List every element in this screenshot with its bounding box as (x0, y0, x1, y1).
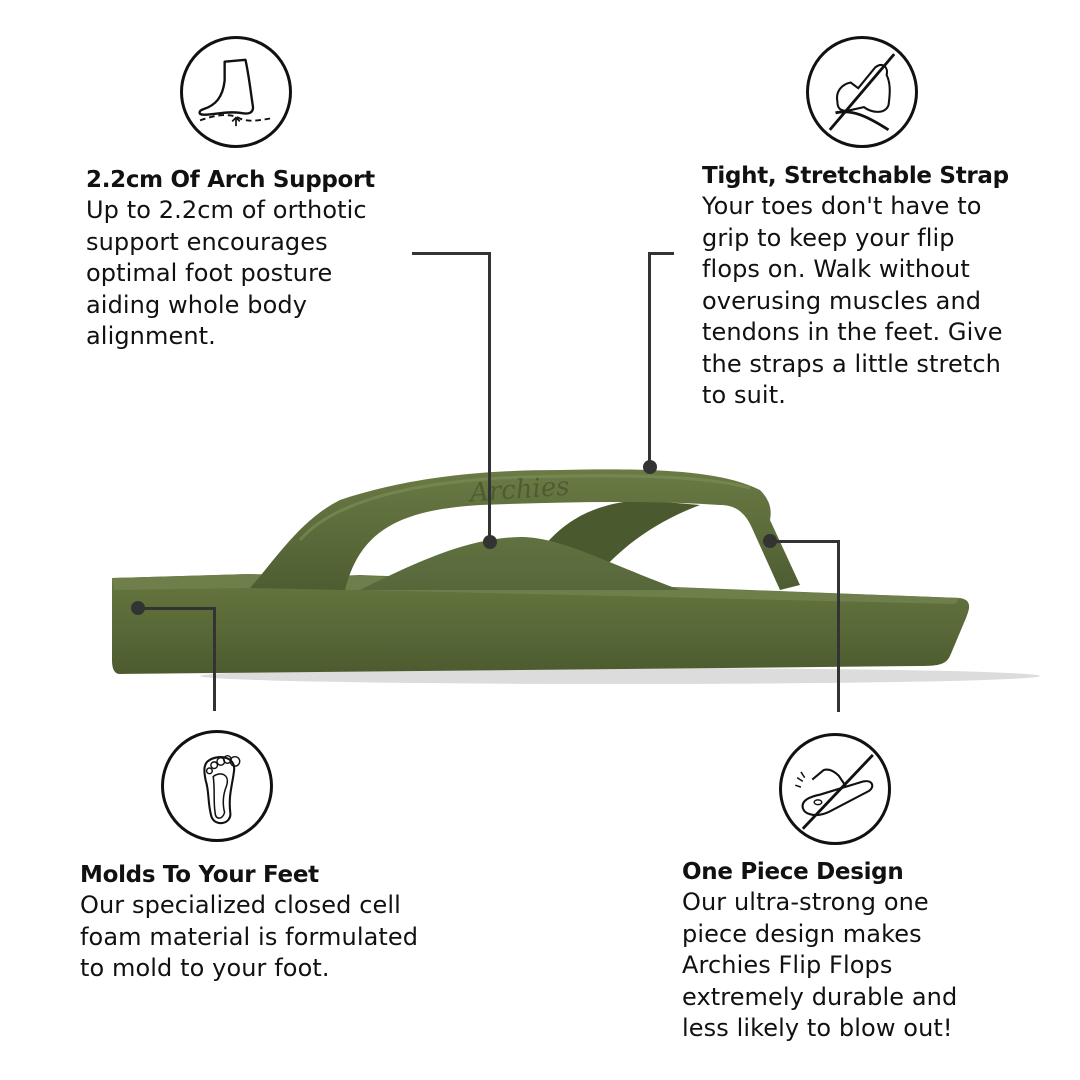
feature-description-line: to mold to your foot. (80, 954, 330, 982)
feature-one-piece-design: One Piece Design Our ultra-strong one pi… (682, 857, 1042, 1045)
feature-description-line: tendons in the feet. Give (702, 318, 1003, 346)
feature-title: Tight, Stretchable Strap (702, 163, 1009, 189)
no-toe-grip-icon (806, 36, 918, 148)
callout-line-one-piece (772, 540, 840, 543)
feature-description-line: support encourages (86, 227, 328, 256)
callout-line-one-piece-vertical (837, 540, 840, 712)
feature-description-line: aiding whole body (86, 290, 307, 319)
feature-molds-to-feet: Molds To Your Feet Our specialized close… (80, 860, 480, 985)
feature-stretchable-strap: Tight, Stretchable Strap Your toes don't… (702, 161, 1062, 412)
feature-title: One Piece Design (682, 859, 904, 885)
feature-description-line: Our ultra-strong one (682, 888, 929, 916)
feature-description-line: to suit. (702, 381, 786, 409)
feature-description-line: optimal foot posture (86, 259, 333, 287)
callout-line-strap-vertical (648, 252, 651, 464)
feature-description-line: piece design makes (682, 919, 922, 948)
feature-description-line: extremely durable and (682, 982, 958, 1011)
feature-arch-support: 2.2cm Of Arch Support Up to 2.2cm of ort… (86, 165, 416, 353)
feature-description-line: Archies Flip Flops (682, 951, 893, 979)
callout-dot-strap (643, 460, 657, 474)
callout-line-arch (412, 252, 490, 255)
feature-description-line: less likely to blow out! (682, 1014, 953, 1042)
callout-line-strap (648, 252, 674, 255)
callout-line-molds (140, 607, 216, 610)
feature-title: 2.2cm Of Arch Support (86, 167, 375, 193)
feature-description-line: overusing muscles and (702, 286, 982, 315)
feature-description-line: Our specialized closed cell (80, 891, 401, 919)
callout-dot-one-piece (763, 534, 777, 548)
feature-title: Molds To Your Feet (80, 862, 319, 888)
feature-description-line: the straps a little stretch (702, 349, 1001, 378)
footprint-insole-icon (161, 730, 273, 842)
callout-line-molds-vertical (213, 607, 216, 711)
feature-description-line: grip to keep your flip (702, 223, 955, 252)
feature-description-line: alignment. (86, 322, 216, 350)
callout-line-arch-vertical (488, 252, 491, 540)
feature-description-line: Up to 2.2cm of orthotic (86, 196, 367, 224)
feature-description-line: flops on. Walk without (702, 255, 970, 283)
callout-dot-molds (131, 601, 145, 615)
foot-arch-icon (180, 36, 292, 148)
callout-dot-arch (483, 535, 497, 549)
strap-embossing-text: Archies (467, 472, 570, 509)
feature-description-line: foam material is formulated (80, 922, 419, 951)
no-blowout-icon (779, 733, 891, 845)
feature-description-line: Your toes don't have to (702, 192, 982, 220)
